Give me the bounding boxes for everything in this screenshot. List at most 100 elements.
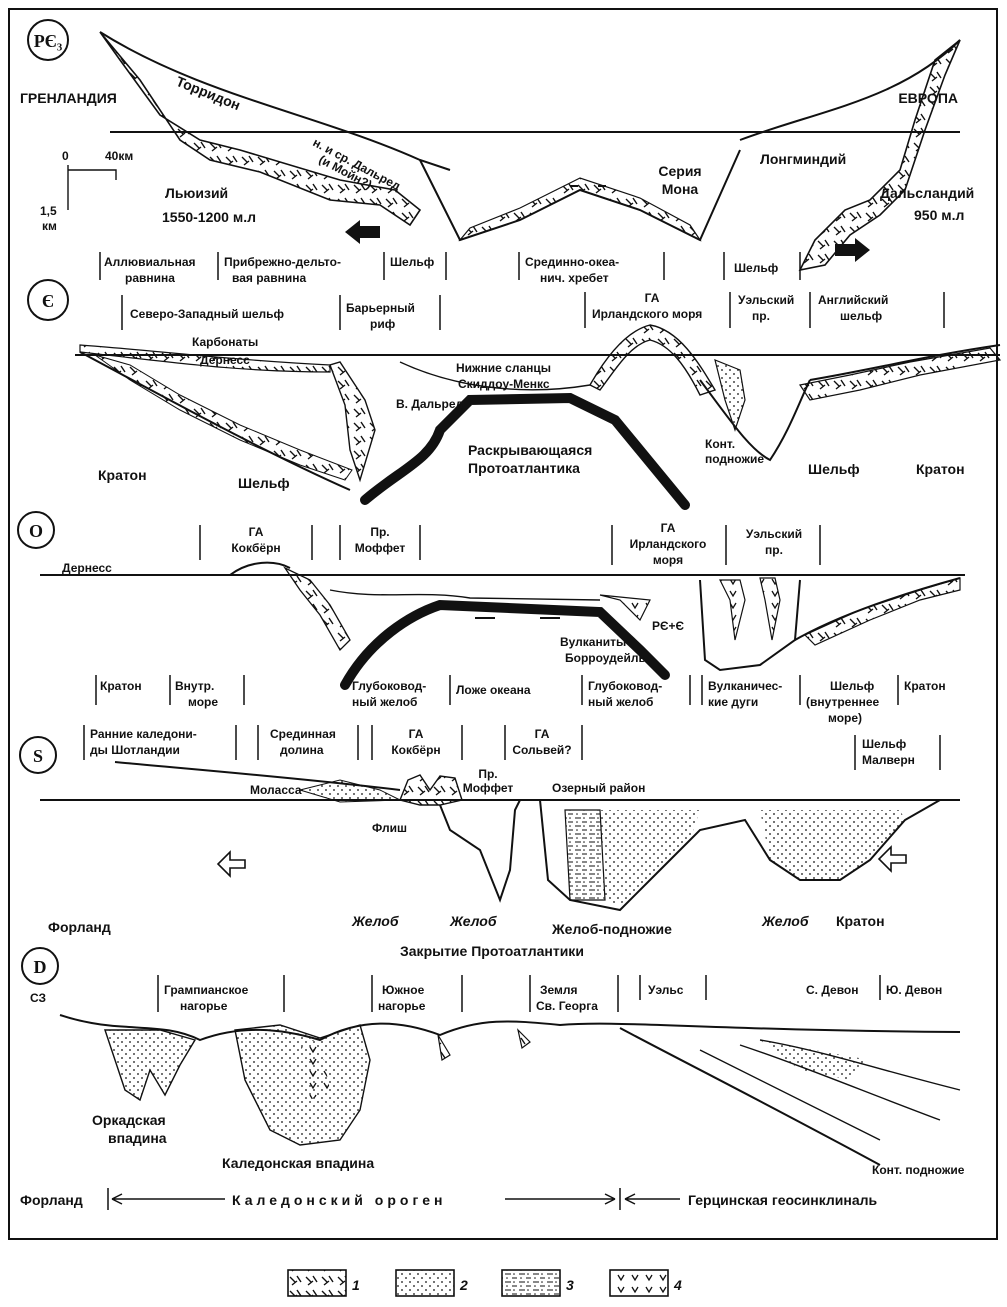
label-lake-district: Озерный район <box>552 781 645 795</box>
era-label-devonian: D <box>34 957 47 977</box>
svg-text:1,5: 1,5 <box>40 204 57 218</box>
svg-text:море): море) <box>828 711 862 725</box>
svg-text:Кратон: Кратон <box>98 467 147 483</box>
svg-text:нагорье: нагорье <box>378 999 426 1013</box>
svg-text:Шельф: Шельф <box>808 461 860 477</box>
svg-text:Желоб: Желоб <box>449 913 497 929</box>
svg-text:Грампианское: Грампианское <box>164 983 249 997</box>
svg-text:Уэльский: Уэльский <box>738 293 794 307</box>
volcanic-arcs <box>720 578 780 640</box>
svg-text:С. Девон: С. Девон <box>806 983 859 997</box>
svg-text:Моффет: Моффет <box>463 781 514 795</box>
cockburn-high <box>230 563 290 575</box>
svg-text:Желоб: Желоб <box>761 913 809 929</box>
svg-text:Кратон: Кратон <box>904 679 946 693</box>
orkney-basin <box>105 1030 195 1100</box>
svg-text:Глубоковод-: Глубоковод- <box>588 679 662 693</box>
svg-text:Ирландского: Ирландского <box>630 537 707 551</box>
svg-text:ды Шотландии: ды Шотландии <box>90 743 180 757</box>
label-upper-dalred: В. Дальред <box>396 397 464 411</box>
label-dalslandian-age: 950 м.л <box>914 207 964 223</box>
svg-text:Ю. Девон: Ю. Девон <box>886 983 942 997</box>
svg-text:море: море <box>188 695 218 709</box>
svg-text:Аллювиальная: Аллювиальная <box>104 255 196 269</box>
minor-basins-d <box>438 1030 530 1060</box>
svg-text:ГА: ГА <box>535 727 550 741</box>
svg-text:Шельф: Шельф <box>390 255 435 269</box>
svg-text:Ложе океана: Ложе океана <box>456 683 531 697</box>
label-europe: ЕВРОПА <box>898 90 958 106</box>
svg-text:Вулканичес-: Вулканичес- <box>708 679 782 693</box>
molasse <box>300 780 400 802</box>
zone-brackets-devonian <box>158 975 880 1012</box>
cockburn-wedge <box>285 568 350 650</box>
label-orkney-1: Оркадская <box>92 1112 166 1128</box>
welsh-basin-o <box>700 580 800 670</box>
svg-text:Кратон: Кратон <box>916 461 965 477</box>
svg-text:ГА: ГА <box>661 521 676 535</box>
svg-text:Земля: Земля <box>540 983 578 997</box>
label-carbonates: Карбонаты <box>192 335 258 349</box>
svg-text:шельф: шельф <box>840 309 883 323</box>
svg-text:Кокбёрн: Кокбёрн <box>391 743 440 757</box>
svg-text:4: 4 <box>673 1277 682 1293</box>
shelf-crust-o <box>805 578 960 645</box>
svg-text:Кратон: Кратон <box>836 913 885 929</box>
svg-text:Кокбёрн: Кокбёрн <box>231 541 280 555</box>
svg-text:вая равнина: вая равнина <box>232 271 306 285</box>
svg-text:0: 0 <box>62 149 69 163</box>
panel-precambrian: PЄ₃ ГРЕНЛАНДИЯ ЕВРОПА Торридон н. и ср. … <box>20 20 974 285</box>
svg-text:Барьерный: Барьерный <box>346 301 415 315</box>
svg-text:ный желоб: ный желоб <box>588 695 653 709</box>
label-mona-1: Серия <box>658 163 701 179</box>
svg-text:(внутреннее: (внутреннее <box>806 695 879 709</box>
label-foreland-d: Форланд <box>20 1192 83 1208</box>
label-opening-2: Протоатлантика <box>468 460 580 476</box>
label-foreland-s: Форланд <box>48 919 111 935</box>
svg-text:Пр.: Пр. <box>370 525 389 539</box>
label-hercynian: Герцинская геосинклиналь <box>688 1192 878 1208</box>
svg-text:Глубоковод-: Глубоковод- <box>352 679 426 693</box>
svg-text:Шельф: Шельф <box>862 737 907 751</box>
barrier-reef <box>330 362 375 480</box>
zone-brackets-ordovician <box>200 525 820 565</box>
label-volcanites: Вулканиты <box>560 635 626 649</box>
label-longmynd: Лонгминдий <box>760 151 846 167</box>
svg-text:Ирландского моря: Ирландского моря <box>592 307 702 321</box>
svg-text:Моффет: Моффет <box>355 541 406 555</box>
svg-text:Срединная: Срединная <box>270 727 336 741</box>
svg-text:Желоб: Желоб <box>351 913 399 929</box>
nw-shelf-crust <box>95 355 352 480</box>
lewisian-crust <box>100 32 420 225</box>
label-nw: СЗ <box>30 991 46 1005</box>
moffat-surface <box>330 590 600 600</box>
svg-text:Уэльский: Уэльский <box>746 527 802 541</box>
svg-text:ГА: ГА <box>645 291 660 305</box>
legend: 1 2 3 4 <box>288 1270 682 1296</box>
label-durness-o: Дернесс <box>62 561 112 575</box>
label-opening-1: Раскрывающаяся <box>468 442 592 458</box>
svg-text:Св. Георга: Св. Георга <box>536 999 598 1013</box>
arrow-left-pc3 <box>345 220 380 244</box>
svg-text:риф: риф <box>370 317 396 331</box>
svg-text:Шельф: Шельф <box>830 679 875 693</box>
svg-text:Пр.: Пр. <box>478 767 497 781</box>
label-lewisian-age: 1550-1200 м.л <box>162 209 256 225</box>
hercynian-sand <box>760 1040 870 1080</box>
label-nw-shelf: Северо-Западный шельф <box>130 307 285 321</box>
svg-text:ГА: ГА <box>249 525 264 539</box>
svg-text:ный желоб: ный желоб <box>352 695 417 709</box>
svg-text:пр.: пр. <box>752 309 770 323</box>
label-pc-c: PЄ+Є <box>652 619 685 633</box>
cockburn-high-s <box>400 775 462 805</box>
svg-text:км: км <box>42 219 57 233</box>
arrow-foreland-s <box>218 852 245 876</box>
label-durness: Дернесс <box>200 353 250 367</box>
era-label-pc3: PЄ₃ <box>34 31 63 51</box>
label-greenland: ГРЕНЛАНДИЯ <box>20 90 117 106</box>
legend-item-1: 1 <box>288 1270 360 1296</box>
label-borrowdale: Борроудейль <box>565 651 646 665</box>
trench-1 <box>440 800 520 900</box>
svg-text:нич. хребет: нич. хребет <box>540 271 609 285</box>
